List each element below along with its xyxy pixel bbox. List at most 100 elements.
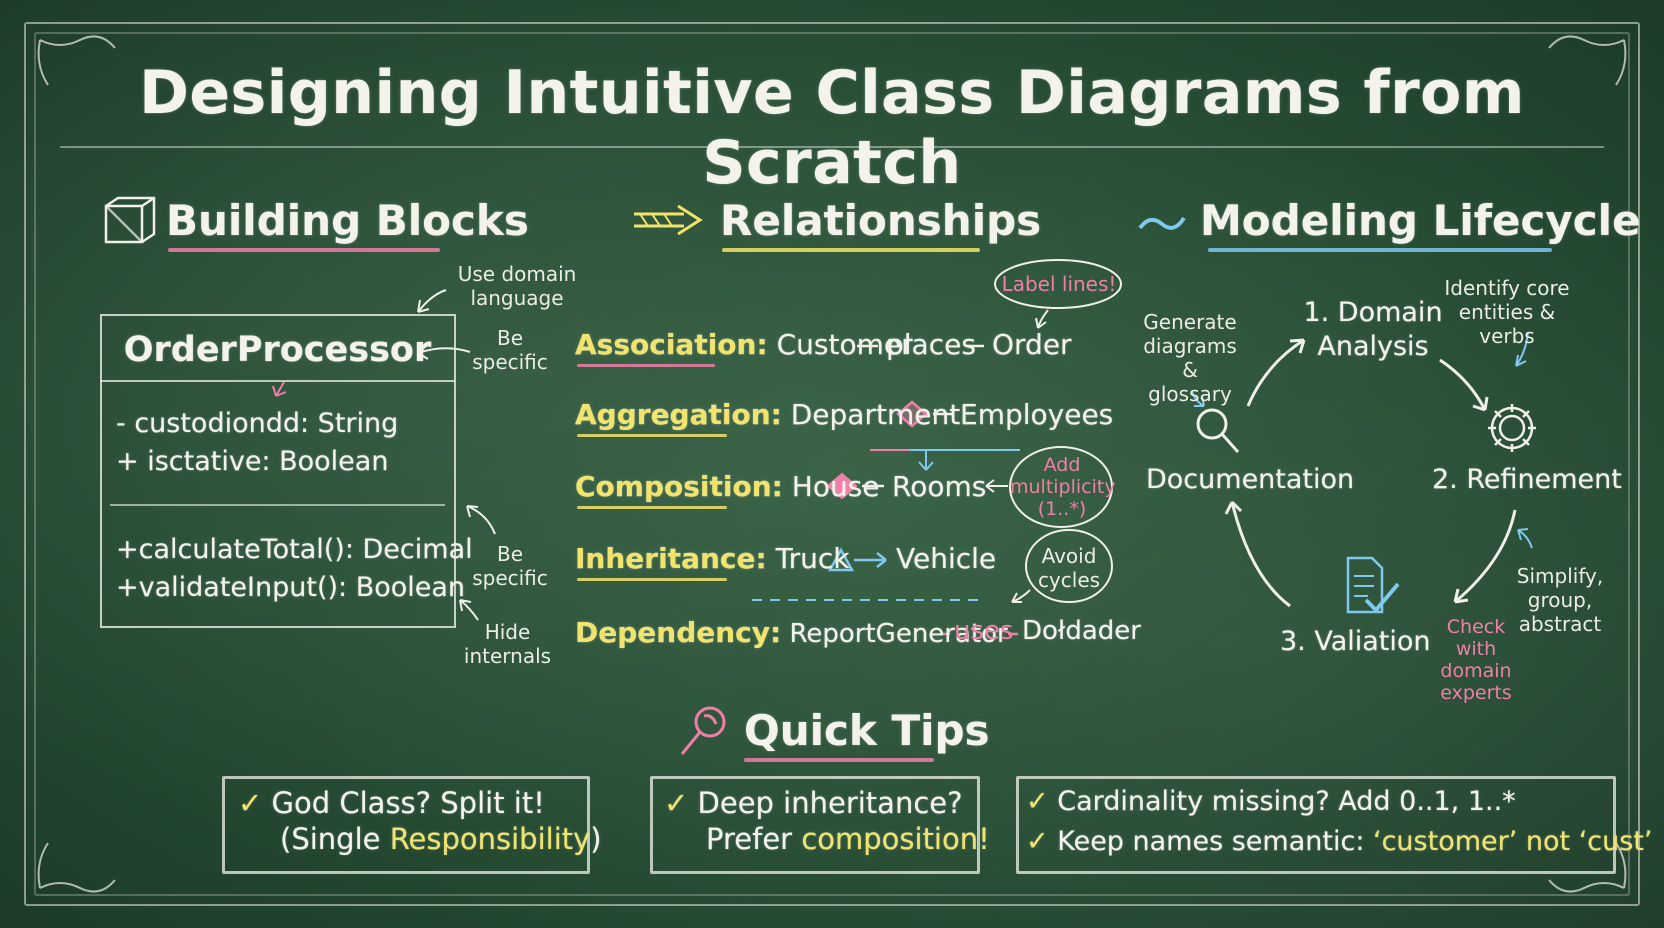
multiplicity-oval (1009, 446, 1113, 528)
arrow-icon (634, 204, 703, 236)
cycle-arrow-refine-to-valid (1453, 509, 1517, 604)
dependency-verb: uses (954, 616, 1014, 646)
association-row: Association: Customer (575, 328, 913, 361)
tip-3-line-1: ✓ Cardinality missing? Add 0..1, 1..* (1026, 786, 1516, 817)
note-hide-internals: Hide internals (463, 620, 552, 668)
arrow-identify-note (1515, 331, 1529, 367)
arrow-be-specific-2 (466, 505, 496, 535)
tip-1-line-2: (Single Responsibility) (280, 822, 602, 856)
check-icon: ✓ (238, 786, 263, 820)
cycle-arrow-doc-to-domain (1246, 338, 1306, 407)
generate-note: Generate diagrams & glossary (1143, 310, 1237, 406)
inheritance-class-b: Vehicle (896, 542, 997, 575)
tip-2-text: Prefer (706, 822, 802, 856)
note-be-specific: Be specific (472, 542, 548, 590)
lifecycle-underline (1208, 248, 1552, 252)
tip-2-line-1: ✓ Deep inheritance? (664, 786, 963, 820)
tip-card-2 (650, 776, 980, 874)
note-domain-language: Use domain language (457, 262, 577, 310)
arrow-down-blue (918, 450, 934, 471)
dependency-row: Dependency: ReportGenerator (575, 616, 1008, 649)
documentation-label: Documentation (1146, 464, 1355, 495)
cycle-arrow-valid-to-doc (1224, 500, 1291, 608)
relationships-underline (722, 248, 980, 252)
arrow-domain-language (417, 289, 447, 313)
tip-1-line-1: ✓ God Class? Split it! (238, 786, 545, 820)
quick-tips-title: Quick Tips (744, 706, 990, 755)
class-attribute: + isctative: Boolean (116, 446, 389, 477)
tip-1-text: God Class? Split it! (271, 786, 545, 820)
tip-1-text: (Single (280, 822, 390, 856)
inheritance-label: Inheritance: (575, 542, 767, 575)
composition-class-a: House (791, 470, 880, 503)
inheritance-underline (577, 578, 727, 581)
aggregation-class-b: Employees (960, 398, 1114, 431)
title-divider (60, 146, 1604, 148)
tip-3-highlight: ‘customer’ not ‘cust’ (1373, 826, 1653, 857)
quick-tips-underline (744, 758, 934, 762)
tip-3-text: Keep names semantic: (1057, 826, 1373, 857)
corner-flourish-br (1548, 842, 1627, 893)
tip-2-line-2: Prefer composition! (706, 822, 990, 856)
association-verb: places (886, 328, 976, 361)
check-note: Check with domain experts (1440, 616, 1512, 704)
tip-1-highlight: Responsibility (389, 822, 591, 856)
dependency-class-b: Dołdader (1022, 616, 1141, 646)
building-blocks-underline (168, 248, 440, 252)
association-label: Association: (575, 328, 768, 361)
tip-3-text: Cardinality missing? Add 0..1, 1..* (1057, 786, 1516, 817)
aggregation-class-a: Department (790, 398, 961, 431)
arrow-hide-internals (459, 599, 479, 621)
arrow-simplify-note (1517, 528, 1533, 549)
class-method: +validateInput(): Boolean (116, 572, 466, 603)
association-class-b: Order (992, 328, 1072, 361)
tip-2-text: Deep inheritance? (697, 786, 963, 820)
page-title: Designing Intuitive Class Diagrams from … (139, 58, 1525, 198)
arrow-multiplicity (985, 479, 1008, 493)
class-name: OrderProcessor (123, 330, 432, 370)
relationships-title: Relationships (720, 196, 1042, 245)
composition-row: Composition: House (575, 470, 880, 503)
document-check-icon (1346, 556, 1400, 614)
class-box (100, 314, 456, 628)
inheritance-class-a: Truck (775, 542, 850, 575)
class-divider-1 (100, 380, 455, 382)
corner-flourish-tr (1548, 35, 1627, 86)
gear-icon (1488, 404, 1536, 452)
aggregation-diamond (896, 400, 928, 428)
arrow-pink-attr (272, 381, 287, 397)
arrow-label-lines (1035, 309, 1049, 329)
avoid-cycles-note: Avoid cycles (1037, 544, 1101, 592)
aggregation-label: Aggregation: (575, 398, 782, 431)
corner-flourish-bl (37, 842, 116, 893)
tip-2-highlight: composition! (801, 822, 990, 856)
note-be-specific: Be specific (472, 326, 548, 374)
tip-card-1 (222, 776, 590, 874)
avoid-cycles-oval (1025, 529, 1113, 603)
association-underline (577, 364, 715, 367)
lifecycle-step-3: 3. Valiation (1280, 626, 1431, 657)
composition-diamond (826, 472, 858, 500)
dependency-class-a: ReportGenerator (789, 619, 1008, 649)
label-lines-oval (994, 259, 1122, 309)
wave-icon (1138, 216, 1186, 230)
class-method: +calculateTotal(): Decimal (116, 534, 473, 565)
outer-frame (24, 22, 1640, 906)
multiplicity-note: Add multiplicity (1..*) (1010, 454, 1116, 520)
lifecycle-step-2: 2. Refinement (1432, 464, 1622, 495)
composition-label: Composition: (575, 470, 783, 503)
magnifier-icon (1196, 408, 1240, 453)
inner-frame (34, 32, 1630, 896)
class-divider-2 (110, 504, 445, 506)
building-blocks-title: Building Blocks (166, 196, 529, 245)
arrow-be-specific-1 (417, 344, 471, 360)
cycle-arrow-domain-to-refine (1439, 358, 1489, 412)
arrow-avoid-cycles (1011, 589, 1031, 603)
label-lines-note: Label lines! (1001, 272, 1117, 296)
